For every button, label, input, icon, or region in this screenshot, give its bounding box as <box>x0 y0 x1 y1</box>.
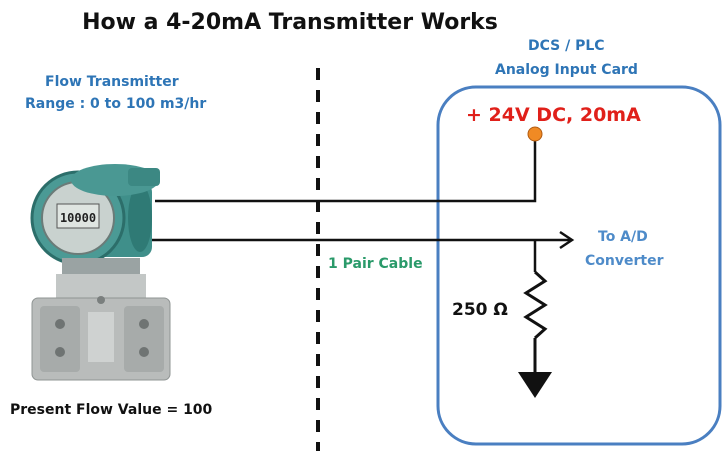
supply-label: + 24V DC, 20mA <box>466 104 641 126</box>
resistor-zigzag <box>523 270 548 340</box>
transmitter-range-label: Range : 0 to 100 m3/hr <box>25 96 207 112</box>
ground-arrow-icon <box>518 372 552 398</box>
page-title: How a 4-20mA Transmitter Works <box>82 10 498 35</box>
resistor-label: 250 Ω <box>452 300 508 320</box>
cable-label: 1 Pair Cable <box>328 256 423 272</box>
transmitter-name-label: Flow Transmitter <box>45 74 179 90</box>
supply-terminal-dot <box>527 126 543 142</box>
dcs-title-label: DCS / PLC <box>528 38 605 54</box>
ad-arrow-icon <box>559 230 575 250</box>
flow-transmitter-icon <box>30 164 171 381</box>
present-flow-label: Present Flow Value = 100 <box>10 402 213 418</box>
dcs-card-box <box>436 85 722 446</box>
to-ad-label-line1: To A/D <box>598 229 648 245</box>
to-ad-label-line2: Converter <box>585 253 664 269</box>
dcs-card-label: Analog Input Card <box>495 62 638 78</box>
transmitter-display-value: 10000 <box>60 211 96 225</box>
supply-wire <box>155 138 537 203</box>
